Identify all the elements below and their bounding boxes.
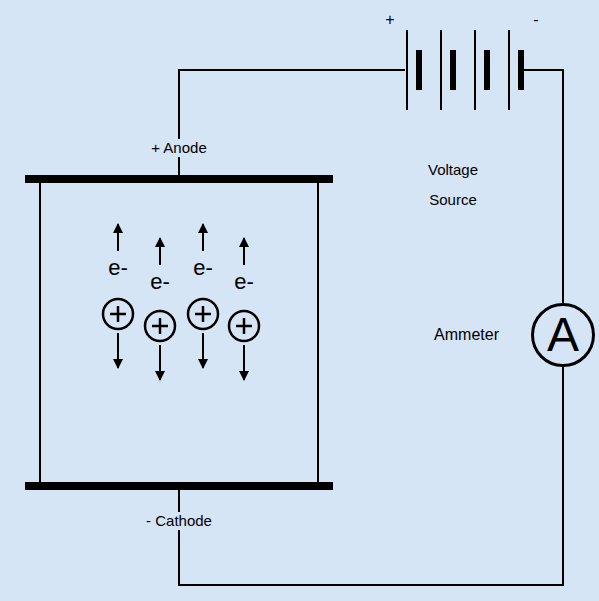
ion-arrow xyxy=(159,345,161,380)
ion-arrow xyxy=(117,333,119,368)
ion-symbol xyxy=(145,311,175,341)
electron-arrow xyxy=(159,238,161,265)
ion-symbol xyxy=(188,299,218,329)
terminal-sign: + xyxy=(385,11,394,29)
wire xyxy=(530,70,563,303)
wire xyxy=(179,367,563,585)
ion-arrows xyxy=(118,333,244,380)
electrode-label: - Cathode xyxy=(143,512,215,530)
electron-label: e- xyxy=(193,255,213,280)
chamber-wall xyxy=(39,183,41,482)
ion-symbol xyxy=(229,311,259,341)
electron-arrow xyxy=(117,224,119,251)
component-label: Ammeter xyxy=(434,326,499,344)
terminal-sign: - xyxy=(533,11,538,29)
electron-label: e- xyxy=(150,269,170,294)
battery-plates xyxy=(405,30,530,110)
electron-label: e- xyxy=(108,255,128,280)
electron-arrows xyxy=(118,224,244,265)
wire xyxy=(179,70,405,175)
electrode-label: + Anode xyxy=(148,139,209,157)
cathode-plate: - Cathode xyxy=(25,482,333,490)
ion-arrow xyxy=(202,333,204,368)
electron-arrow xyxy=(202,224,204,251)
electron-arrow xyxy=(243,238,245,265)
ion-symbol xyxy=(103,299,133,329)
ammeter-symbol: AAmmeter xyxy=(531,303,595,367)
meter-letter: A xyxy=(547,311,579,359)
electron-label: e- xyxy=(234,269,254,294)
ion-arrow xyxy=(243,345,245,380)
battery-symbol: Voltage Source xyxy=(405,30,530,110)
ion-symbols xyxy=(103,299,259,341)
chamber-wall xyxy=(317,183,319,482)
anode-plate: + Anode xyxy=(25,175,333,183)
component-label: Voltage Source xyxy=(417,155,489,215)
